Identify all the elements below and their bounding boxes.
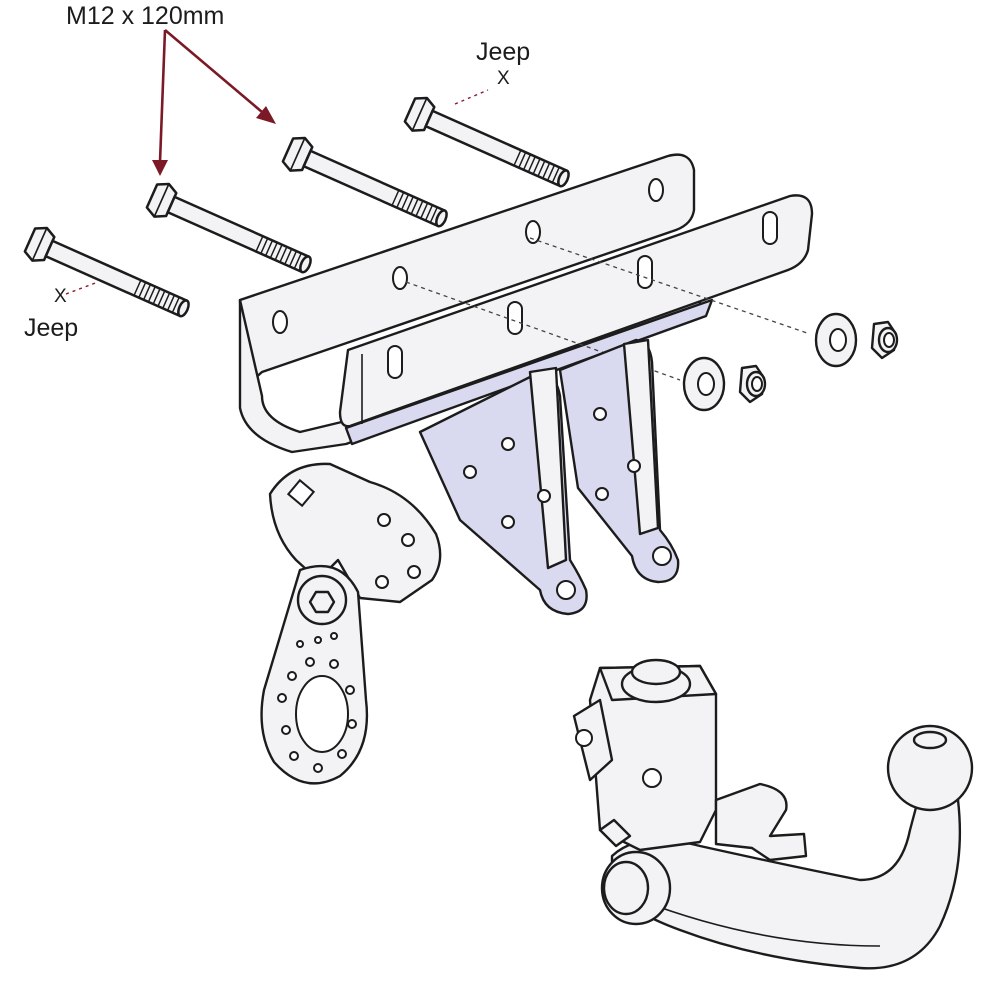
bolt-spec-arrows — [152, 29, 276, 176]
x-marker-top: X — [497, 68, 510, 89]
x-marker-left: X — [54, 286, 67, 307]
washer-nut-icon — [682, 312, 899, 412]
side-plate-icon — [260, 462, 442, 785]
hanging-brackets — [418, 338, 680, 616]
crossbar-icon — [238, 153, 814, 454]
bolt-spec-label: M12 x 120mm — [66, 2, 224, 30]
tow-ball-icon — [572, 658, 974, 970]
jeep-label-top: Jeep — [476, 38, 530, 66]
jeep-label-left: Jeep — [24, 314, 78, 342]
